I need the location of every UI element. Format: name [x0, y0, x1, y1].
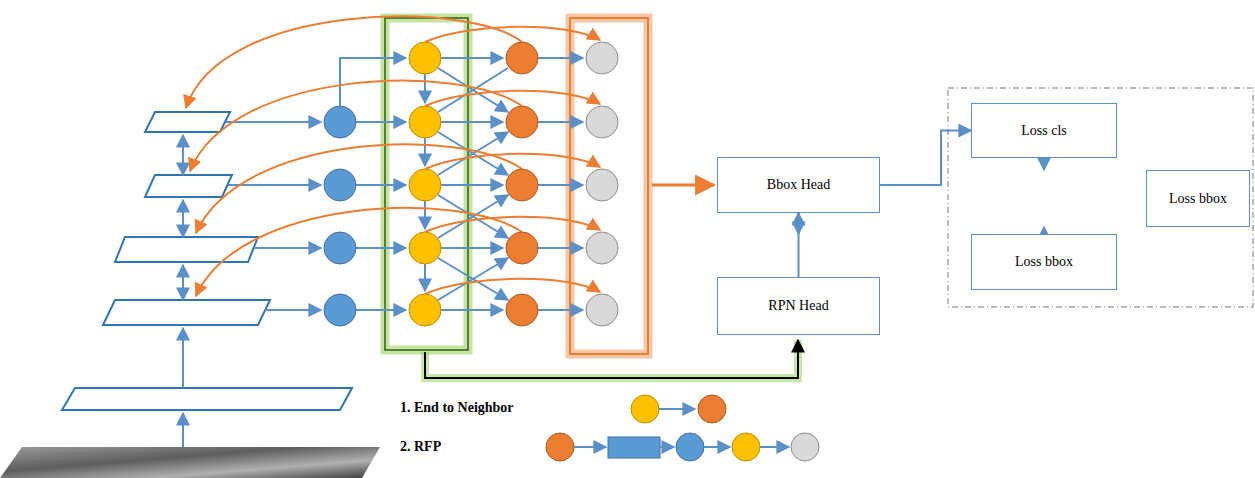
- head-box: RPN Head: [717, 277, 880, 335]
- flow-arrow: [798, 213, 800, 234]
- node-label: RPN Head: [768, 298, 828, 314]
- loss-box: Loss cls: [971, 103, 1117, 158]
- node-label: Loss cls: [1021, 123, 1067, 139]
- flow-arrow: [1043, 158, 1045, 170]
- flow-arrow: [1043, 227, 1045, 234]
- flow-arrow: [880, 131, 971, 186]
- legend-text: 2. RFP: [400, 439, 441, 455]
- loss-box: Loss bbox: [1146, 170, 1250, 227]
- loss-box: Loss bbox: [971, 234, 1117, 290]
- head-box: Bbox Head: [717, 157, 880, 213]
- legend-text: 1. End to Neighbor: [400, 400, 514, 416]
- node-label: Bbox Head: [767, 177, 830, 193]
- node-label: Loss bbox: [1015, 254, 1073, 270]
- flow-arrow: [798, 213, 800, 277]
- node-label: Loss bbox: [1169, 191, 1227, 207]
